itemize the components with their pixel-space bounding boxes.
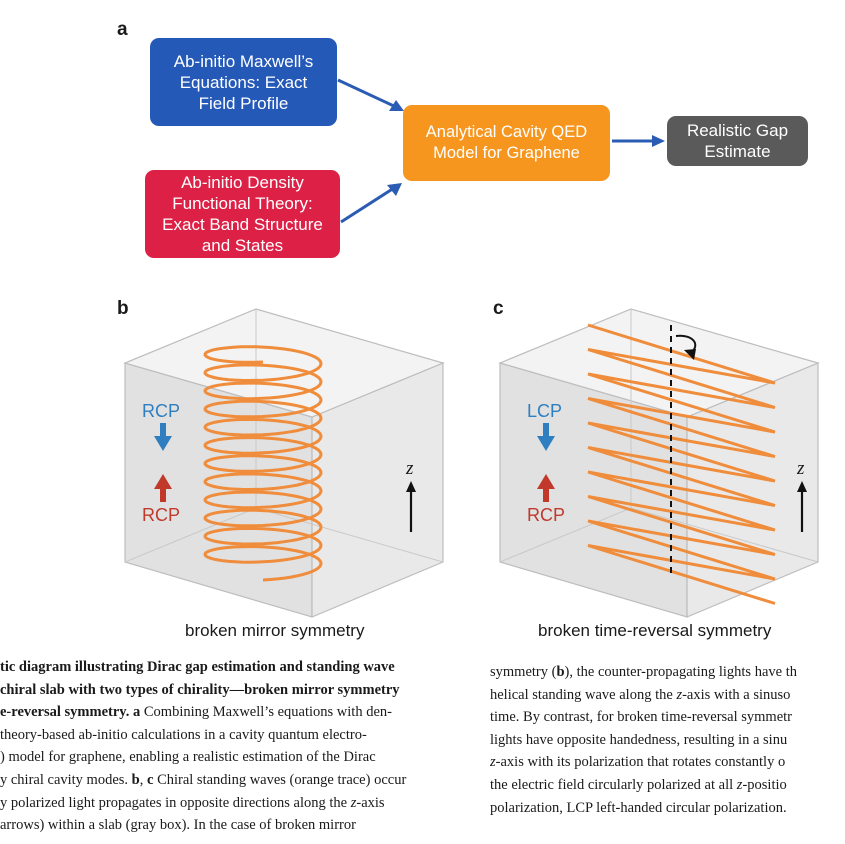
caption-line: lights have opposite handedness, resulti…: [490, 731, 788, 748]
caption-line: arrows) within a slab (gray box). In the…: [0, 817, 356, 834]
caption-text: ), the counter-propagating lights have t…: [564, 664, 797, 680]
panel-label-c: c: [493, 298, 504, 319]
caption-text: Combining Maxwell’s equations with den-: [140, 704, 392, 721]
z-axis-arrow-c: [797, 481, 807, 532]
caption-text: -axis: [356, 794, 385, 811]
caption-line: y chiral cavity modes. b, c Chiral stand…: [0, 769, 468, 792]
caption-italic: z: [490, 754, 496, 771]
z-axis-label-c: z: [797, 458, 805, 479]
caption-line: symmetry (b), the counter-propagating li…: [490, 661, 845, 684]
z-axis-arrow-b: [406, 481, 416, 532]
caption-line: helical standing wave along the z-axis w…: [490, 684, 845, 707]
caption-line: the electric field circularly polarized …: [490, 774, 845, 797]
helix-standing-wave-trace: [203, 345, 323, 582]
sinusoidal-standing-wave-trace: [587, 323, 776, 605]
caption-line: e-reversal symmetry. a Combining Maxwell…: [0, 701, 468, 724]
caption-line: z-axis with its polarization that rotate…: [490, 751, 845, 774]
caption-italic: z: [736, 776, 743, 793]
arrow-maxwell-head: [389, 100, 404, 111]
dft-box: Ab-initio Density Functional Theory: Exa…: [145, 170, 340, 258]
caption-bold: a: [129, 704, 141, 721]
caption-text: -positio: [742, 776, 787, 793]
rotation-arrow-icon: [675, 334, 697, 360]
arrow-dft-head: [387, 183, 402, 196]
caption-line: time. By contrast, for broken time-rever…: [490, 709, 792, 726]
panel-label-a: a: [117, 19, 128, 40]
figure-caption-right: symmetry (b), the counter-propagating li…: [490, 661, 845, 819]
caption-text: ,: [139, 771, 144, 788]
caption-line: ) model for graphene, enabling a realist…: [0, 749, 376, 766]
caption-bold: b: [556, 664, 565, 680]
caption-bold: c: [143, 771, 154, 788]
cavity-qed-model-box: Analytical Cavity QED Model for Graphene: [403, 105, 610, 181]
rcp-up-arrow-b: [154, 474, 172, 502]
caption-text: helical standing wave along the: [490, 686, 677, 703]
slab-box-b: [123, 308, 445, 618]
bottom-polarization-label-b: RCP: [142, 505, 181, 525]
slab-box-c: [498, 308, 820, 618]
caption-text: symmetry (: [490, 664, 557, 680]
panel-label-b: b: [117, 298, 129, 319]
caption-bold: e-reversal symmetry.: [0, 704, 130, 721]
maxwell-equations-box: Ab-initio Maxwell’s Equations: Exact Fie…: [150, 38, 337, 126]
rcp-up-arrow-c: [537, 474, 555, 502]
caption-bold: b: [128, 771, 140, 788]
gap-estimate-box: Realistic Gap Estimate: [667, 116, 808, 166]
subtitle-b: broken mirror symmetry: [185, 621, 365, 640]
lcp-down-arrow-c: [537, 423, 555, 451]
caption-text: y chiral cavity modes.: [0, 771, 129, 788]
caption-text: y polarized light propagates in opposite…: [0, 794, 351, 811]
caption-text: the electric field circularly polarized …: [490, 776, 737, 793]
caption-italic: z: [350, 794, 357, 811]
caption-text: -axis with its polarization that rotates…: [495, 754, 786, 771]
caption-text: -axis with a sinuso: [682, 686, 791, 703]
figure-graphics: [123, 78, 820, 618]
caption-line: theory-based ab-initio calculations in a…: [0, 726, 367, 743]
caption-line: polarization, LCP left-handed circular p…: [490, 799, 787, 816]
subtitle-c: broken time-reversal symmetry: [538, 621, 772, 640]
arrow-gap-head: [652, 135, 665, 147]
caption-line: chiral slab with two types of chirality—…: [0, 681, 400, 698]
rcp-down-arrow-b: [154, 423, 172, 451]
z-axis-label-b: z: [406, 458, 414, 479]
figure-caption-left: tic diagram illustrating Dirac gap estim…: [0, 656, 468, 837]
caption-line: tic diagram illustrating Dirac gap estim…: [0, 659, 395, 675]
caption-text: Chiral standing waves (orange trace) occ…: [153, 771, 407, 788]
top-polarization-label-c: LCP: [527, 401, 563, 421]
arrow-dft-to-qed: [340, 186, 395, 224]
caption-italic: z: [676, 686, 683, 703]
arrow-maxwell-to-qed: [337, 78, 397, 109]
caption-line: y polarized light propagates in opposite…: [0, 792, 468, 815]
top-polarization-label-b: RCP: [142, 401, 181, 421]
bottom-polarization-label-c: RCP: [527, 505, 566, 525]
